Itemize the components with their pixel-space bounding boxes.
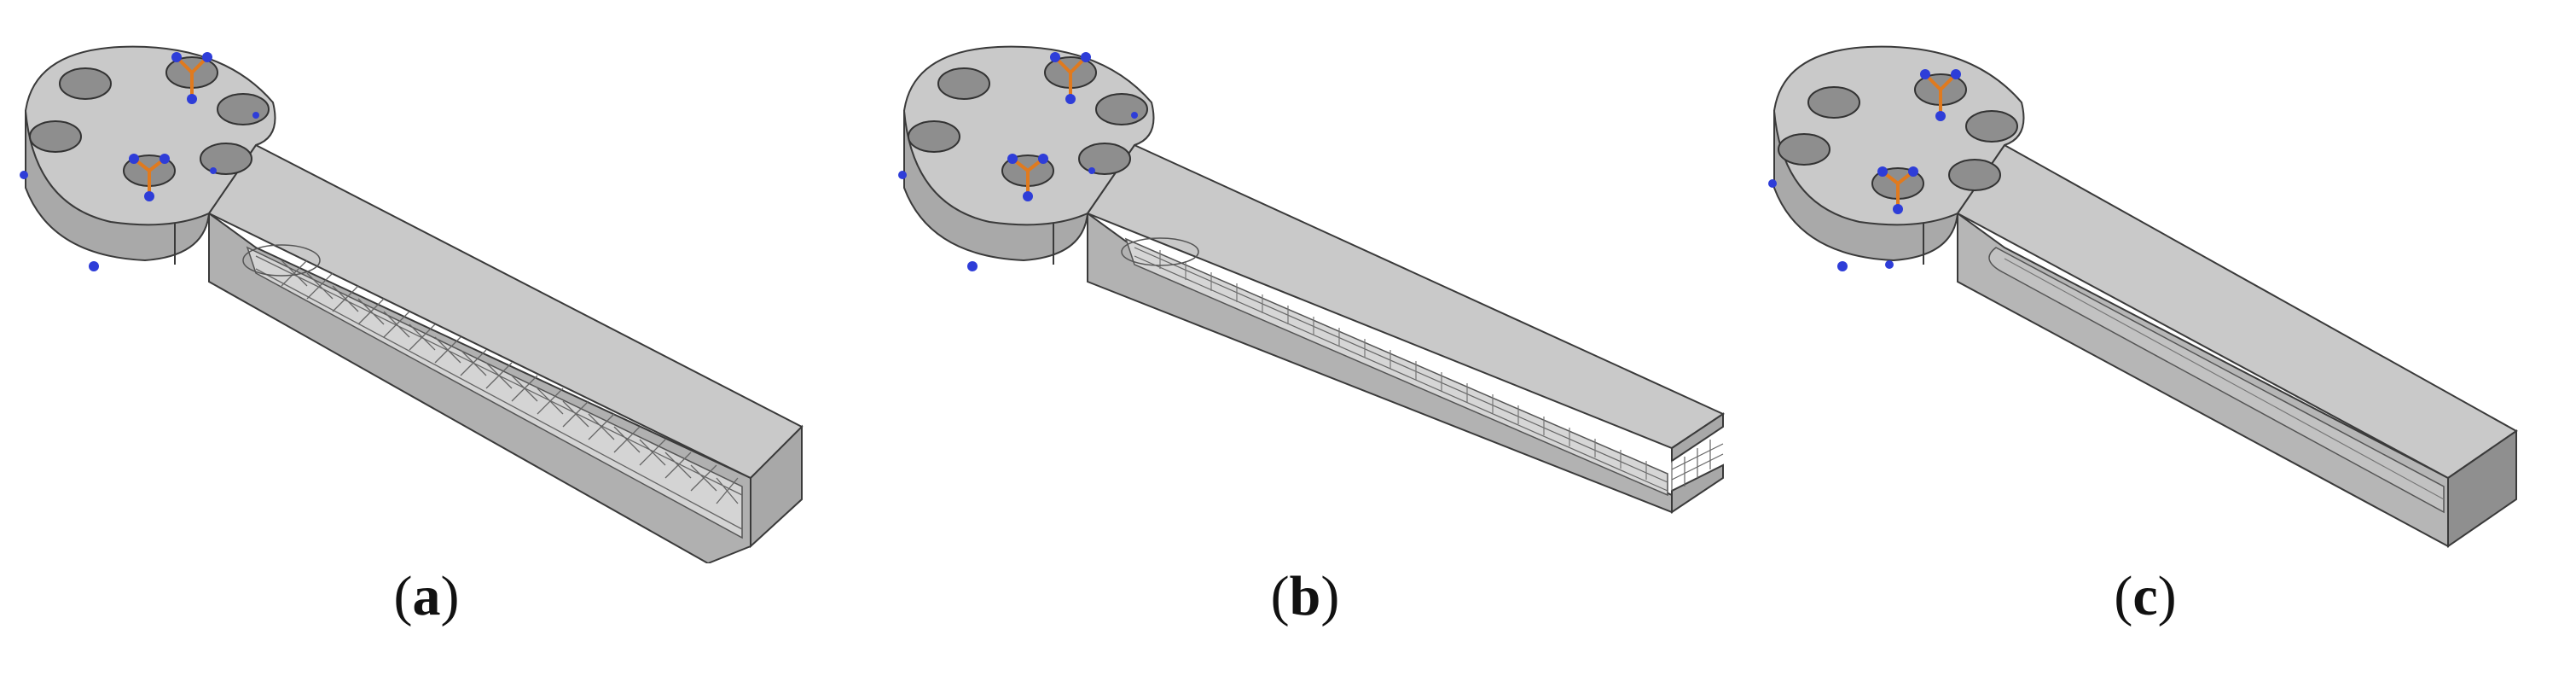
caption-a: (a) (393, 565, 460, 627)
solid-slot (1988, 247, 2445, 514)
arm-model-lattice (20, 45, 804, 563)
mounting-holes (1778, 73, 2018, 200)
caption-c: (c) (2114, 565, 2177, 627)
grid-infill (1121, 237, 1724, 497)
lattice-infill (242, 244, 743, 539)
load-arrows (20, 52, 259, 271)
panel-b: (b) (879, 0, 1732, 676)
arm-model-grid (898, 45, 1726, 514)
caption-b: (b) (1270, 565, 1340, 627)
load-arrows (898, 52, 1138, 271)
panel-c: (c) (1749, 0, 2576, 676)
arm-model-solid (1768, 45, 2518, 548)
load-arrows (1768, 69, 1961, 271)
panel-a: (a) (0, 0, 853, 676)
